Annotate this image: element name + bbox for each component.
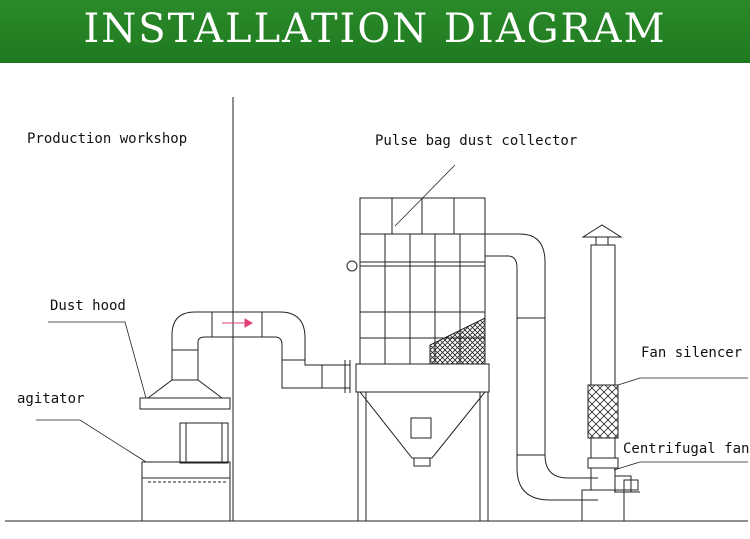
centrifugal-fan-shape (614, 475, 640, 493)
label-agitator: agitator (17, 391, 85, 407)
page-title: INSTALLATION DIAGRAM (83, 6, 667, 52)
label-centrifugal-fan: Centrifugal fan (623, 441, 750, 457)
inlet-duct (171, 311, 351, 393)
label-dust-hood: Dust hood (50, 298, 126, 314)
dust-hood-shape (139, 379, 231, 410)
label-pulse-bag-dust-collector: Pulse bag dust collector (375, 133, 578, 149)
title-banner: INSTALLATION DIAGRAM (0, 0, 750, 63)
agitator-shape (141, 422, 231, 522)
outlet-duct (485, 233, 598, 501)
label-fan-silencer: Fan silencer (641, 345, 743, 361)
airflow-arrow (222, 318, 254, 328)
exhaust-stack (581, 224, 625, 522)
dust-collector-body (346, 197, 490, 521)
label-production-workshop: Production workshop (27, 131, 188, 147)
leader-lines (36, 164, 748, 471)
